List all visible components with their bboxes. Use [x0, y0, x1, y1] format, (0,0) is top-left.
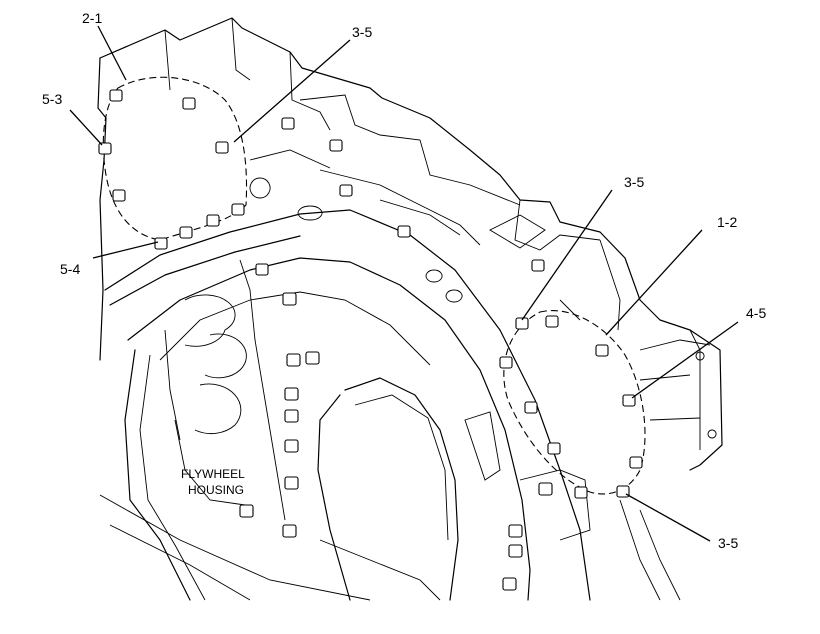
bolt-group: [98, 89, 643, 591]
leader-2-1: [97, 25, 127, 81]
bolt: [282, 292, 297, 306]
bolt: [515, 317, 529, 330]
callout-1-2: 1-2: [717, 214, 737, 230]
flywheel-housing-label-line2: HOUSING: [188, 483, 244, 497]
bolt: [206, 214, 220, 227]
flywheel-housing-label-line1: FLYWHEEL: [181, 467, 245, 481]
engine-block-outline: [97, 17, 723, 471]
bolt: [282, 524, 297, 538]
bolt: [329, 139, 343, 152]
callout-5-4: 5-4: [60, 261, 80, 277]
callout-3-5-top: 3-5: [352, 24, 372, 40]
bolt: [595, 344, 609, 357]
callout-5-3: 5-3: [42, 91, 62, 107]
bolt: [281, 117, 295, 130]
cover-1-2: [503, 310, 646, 495]
cover-2-1: [102, 76, 248, 241]
bolt: [305, 351, 320, 365]
bolt: [545, 315, 559, 328]
callout-2-1: 2-1: [82, 10, 102, 26]
leader-5-3: [69, 109, 103, 146]
bolt: [284, 387, 299, 401]
bolt: [629, 456, 643, 469]
leader-1-2: [605, 229, 703, 336]
bolt: [574, 486, 588, 499]
leader-3-5-mid: [521, 189, 613, 321]
flywheel-housing: [99, 209, 681, 601]
bolt: [499, 356, 513, 369]
leader-4-5: [631, 321, 739, 399]
bolt: [547, 442, 561, 455]
bolt: [112, 189, 126, 202]
bolt: [255, 263, 269, 276]
leader-3-5-bottom: [625, 493, 711, 542]
bolt: [502, 577, 517, 591]
callout-3-5-mid: 3-5: [624, 174, 644, 190]
callout-3-5-bottom: 3-5: [718, 535, 738, 551]
bolt: [179, 226, 193, 239]
bolt: [284, 409, 299, 423]
bolt: [339, 184, 353, 197]
bolt: [239, 504, 254, 518]
bolt: [508, 544, 523, 558]
leader-5-4: [92, 241, 159, 259]
bolt: [154, 237, 168, 250]
bolt: [284, 476, 299, 490]
bolt: [286, 353, 301, 367]
bolt: [538, 482, 553, 496]
bolt: [182, 97, 196, 110]
bolt: [284, 439, 299, 453]
bolt: [524, 401, 538, 414]
bolt: [98, 142, 112, 155]
bolt: [508, 524, 523, 538]
bolt: [215, 141, 229, 154]
leader-3-5-top: [233, 39, 351, 143]
bolt: [109, 89, 123, 102]
bolt: [231, 203, 245, 216]
leader-lines: [69, 25, 739, 542]
bolt: [397, 225, 411, 238]
bolt: [531, 259, 545, 272]
callout-4-5: 4-5: [746, 305, 766, 321]
